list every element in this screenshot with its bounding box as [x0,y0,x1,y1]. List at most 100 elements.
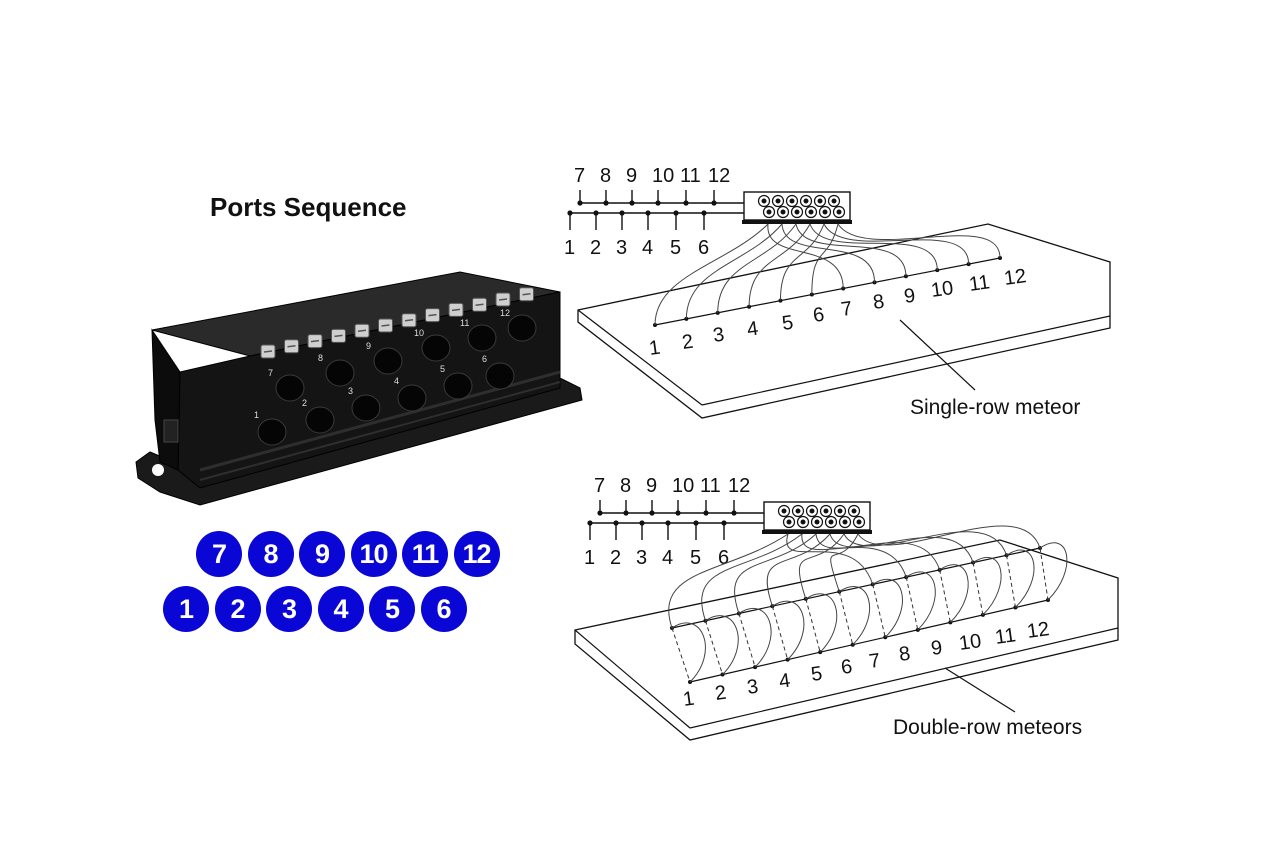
port-badge: 12 [453,531,500,577]
port-badge: 9 [299,531,345,577]
strip-label: 11 [968,271,992,296]
header-label-bottom: 6 [718,547,729,569]
wire [872,578,903,638]
header-label-bottom: 5 [690,547,701,569]
wire [717,223,797,313]
strip-label: 1 [682,688,696,711]
device-port-label: 9 [366,341,371,351]
strip-label: 4 [778,670,792,693]
port-badge: 4 [317,586,364,632]
strip-label: 7 [840,298,854,321]
device-port-label: 4 [394,376,399,386]
header-label-top: 10 [652,165,674,187]
strip-label: 9 [930,637,944,660]
wire [823,223,970,265]
wire [772,600,805,660]
strip-label: 4 [746,318,760,341]
header-label-bottom: 3 [636,547,647,569]
power-jack [163,419,179,443]
strip-label: 6 [840,656,854,679]
device-port-hole [507,314,537,342]
strip-label: 10 [930,277,955,302]
header-label-bottom: 1 [564,237,575,259]
wire [766,533,831,607]
header-label-bottom: 1 [584,547,595,569]
dashed-link [805,598,821,653]
wire [654,223,769,326]
header-label-bottom: 2 [590,237,601,259]
device-port-hole [443,372,473,400]
device-port-hole [467,324,497,352]
wire [738,607,772,668]
wire [809,223,938,271]
dashed-link [771,606,789,660]
device-port-label: 6 [482,354,487,364]
strip-label: 12 [1003,265,1028,290]
header-label-bottom: 5 [670,237,681,259]
dashed-link [738,613,756,668]
strip-label: 5 [781,312,795,335]
wire [805,593,838,653]
wire [781,223,876,283]
port-badge: 8 [247,531,294,577]
device-port-hole [373,347,403,375]
wire [843,531,1008,556]
device-port-hole [397,384,427,412]
strip-label: 3 [746,676,760,699]
wire [1006,549,1035,608]
header-label-bottom: 2 [610,547,621,569]
strip-label: 8 [872,291,886,314]
mounting-hole [152,464,164,476]
port-badge: 2 [214,586,261,632]
wire [767,223,844,289]
wire [685,223,783,319]
device-port-label: 1 [254,410,259,420]
device-port-label: 2 [302,398,307,408]
wire [905,571,936,631]
wire [798,533,845,600]
header-label-top: 11 [700,475,721,497]
wire [972,556,1002,616]
wire [668,533,789,629]
port-badge: 1 [163,586,209,632]
dashed-link [838,591,854,645]
port-badge: 11 [402,531,448,577]
header-label-top: 7 [574,165,585,187]
header-label-top: 12 [708,165,730,187]
header-label-top: 10 [672,475,694,497]
device-port-label: 11 [460,318,469,328]
dashed-link [1006,555,1016,608]
device-port-hole [421,334,451,362]
device-port-hole [325,359,355,387]
wire [838,586,871,646]
strip-label: 11 [994,624,1018,649]
device-port-hole [275,374,305,402]
dashed-link [872,584,886,638]
strip-label: 3 [712,324,726,347]
device-port-label: 12 [500,308,510,318]
header-label-top: 7 [594,475,605,497]
header-label-top: 8 [620,475,631,497]
strip-label: 10 [958,630,983,655]
strip-label: 1 [648,337,662,360]
header-label-top: 9 [646,475,657,497]
strip-label: 6 [812,304,826,327]
double-row-caption: Double-row meteors [893,716,1083,739]
dashed-link [972,562,984,616]
dashed-link [905,576,919,630]
mounting-board [574,539,1119,741]
wire [857,525,1041,549]
mounting-board [577,223,1111,419]
strip-label: 9 [903,285,917,308]
device-port-hole [485,362,515,390]
device-port-label: 7 [268,368,273,378]
port-badge: 7 [196,531,242,577]
port-badge: 5 [369,586,415,632]
wire [671,622,706,683]
wire [779,223,825,301]
device-port-label: 3 [348,386,353,396]
device-port-hole [351,394,381,422]
